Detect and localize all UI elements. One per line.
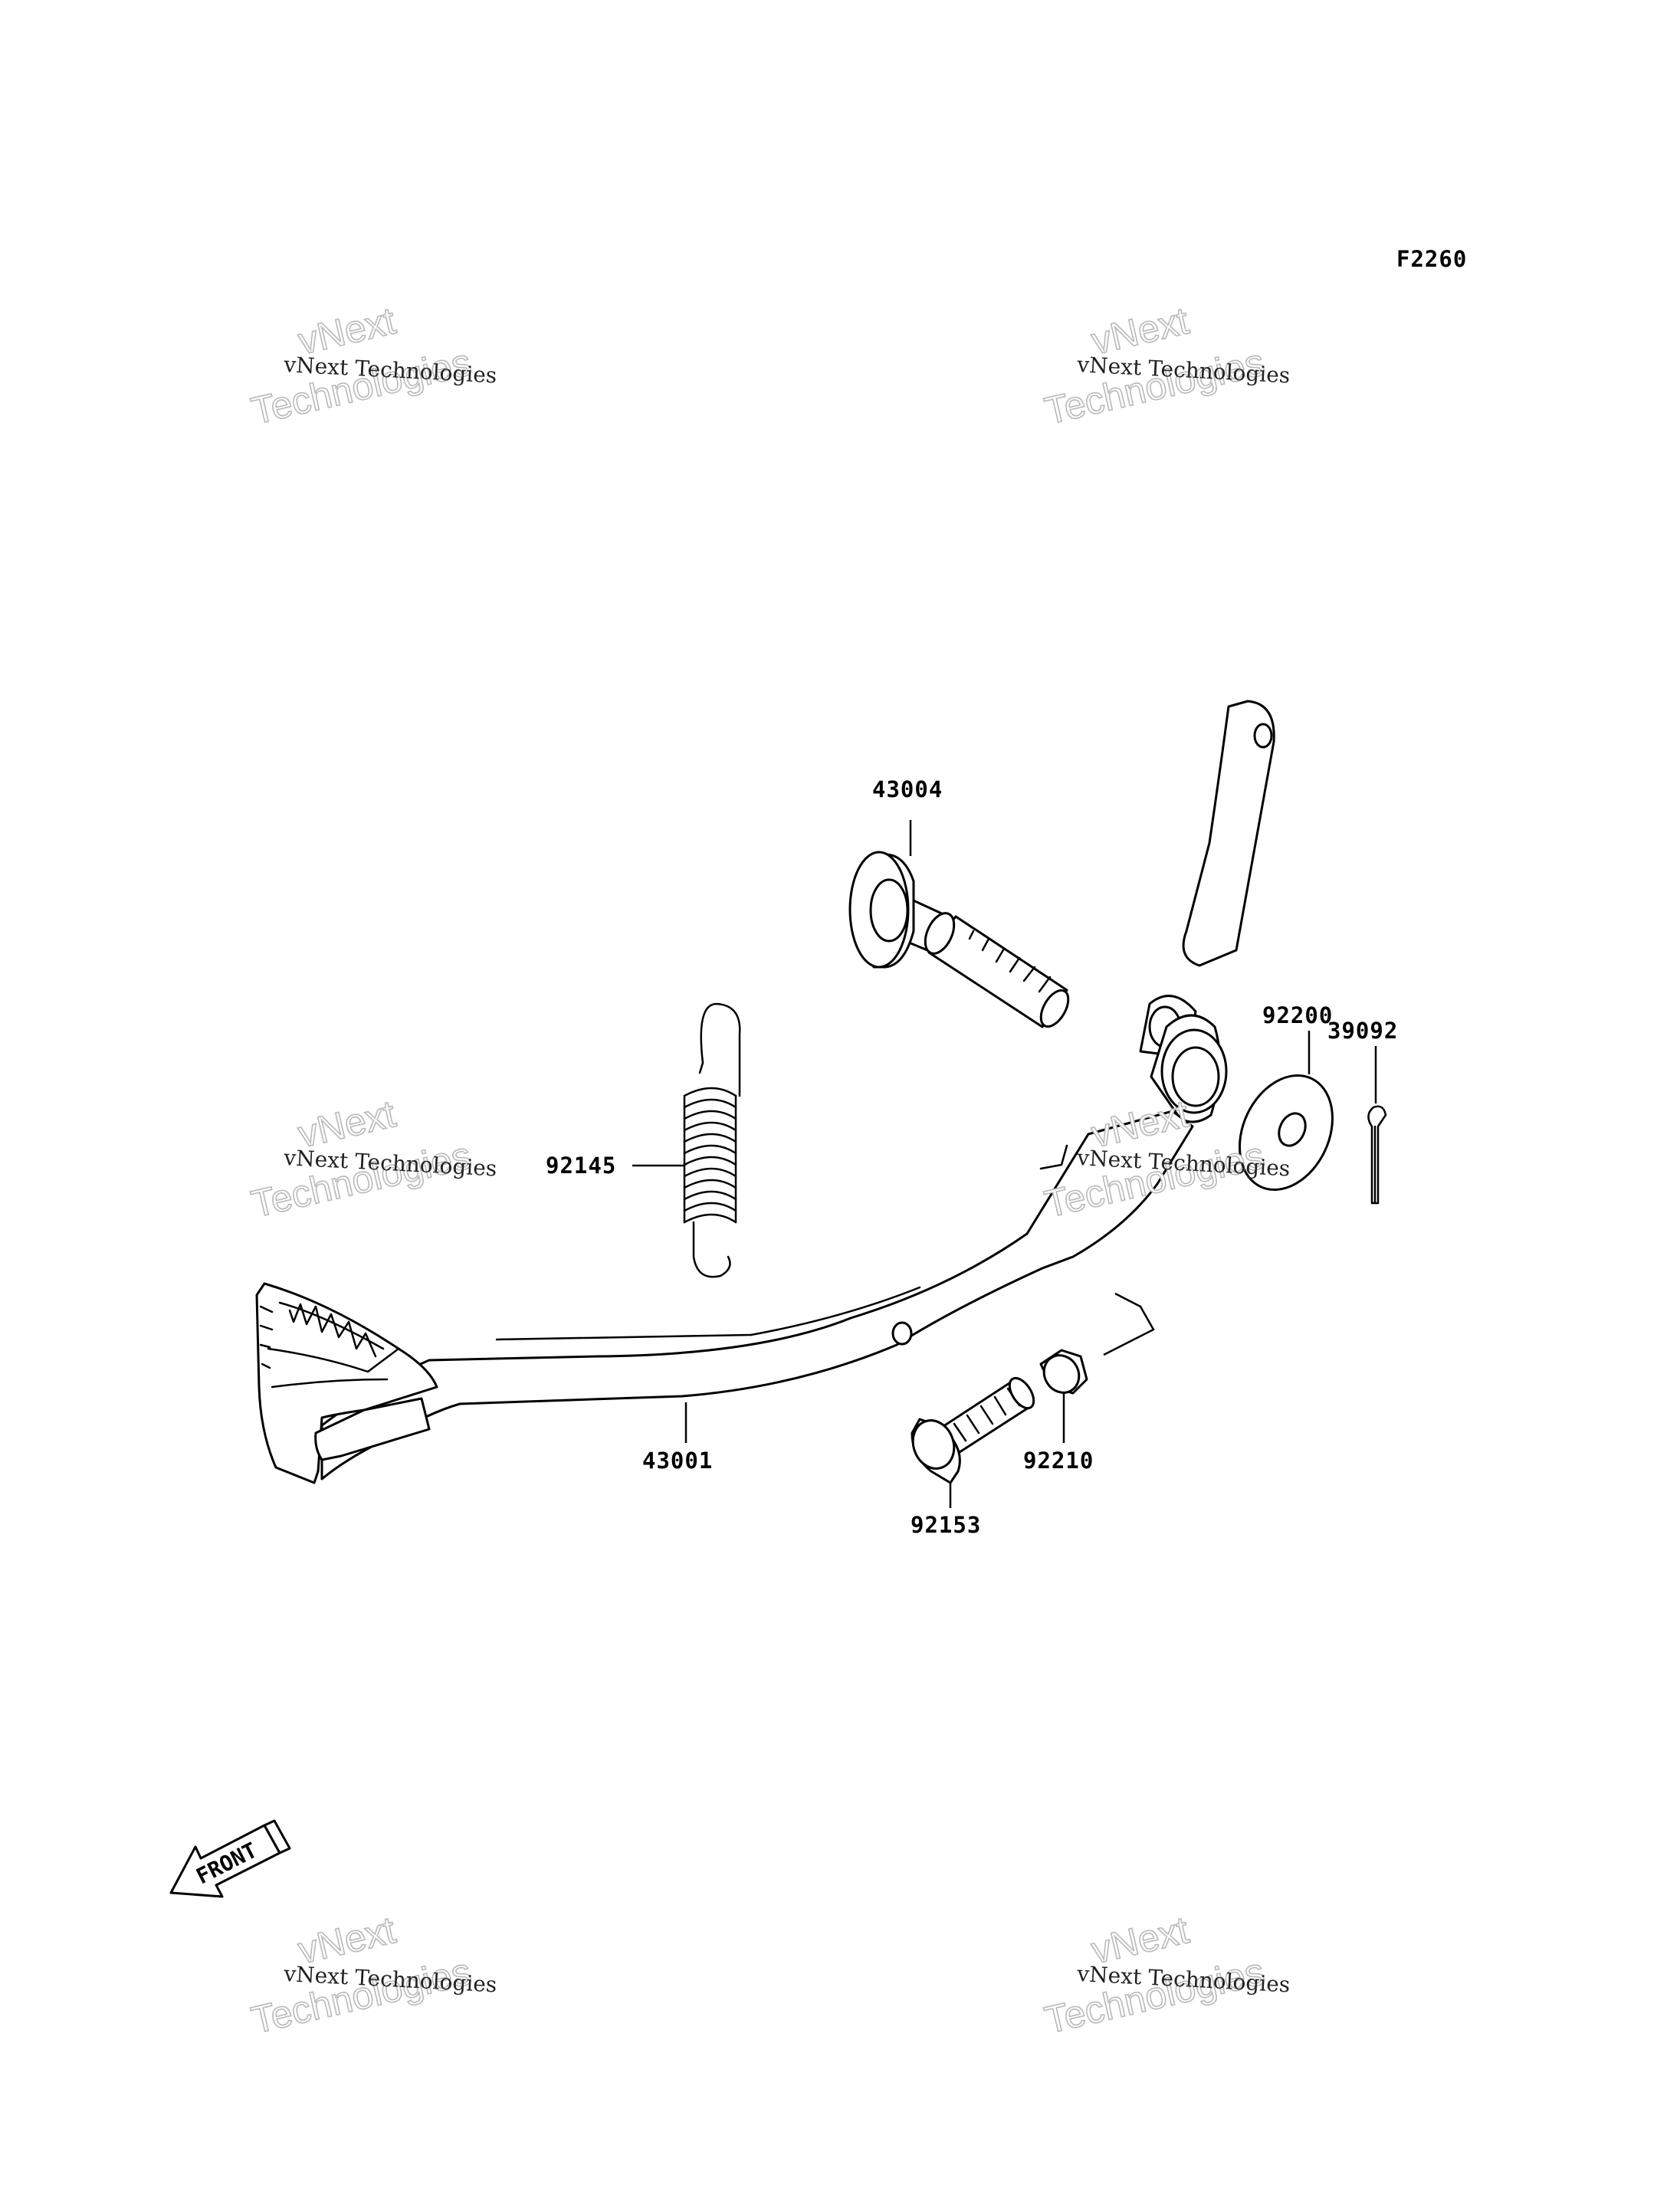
svg-text:Technologies: Technologies (248, 1133, 475, 1225)
callout-92145: 92145 (546, 1153, 616, 1179)
callout-39092: 39092 (1327, 1018, 1398, 1044)
callout-92210: 92210 (1023, 1448, 1094, 1474)
svg-text:Technologies: Technologies (248, 340, 475, 432)
washer-92200 (1238, 1031, 1334, 1192)
return-spring-92145 (683, 1002, 741, 1278)
svg-text:Technologies: Technologies (248, 1949, 475, 2041)
brake-pedal-43001 (255, 700, 1275, 1484)
callout-43004: 43004 (872, 776, 943, 802)
front-arrow: FRONT (169, 1819, 291, 1898)
pivot-bolt-43004 (848, 820, 1070, 1028)
svg-text:Technologies: Technologies (1041, 1949, 1268, 2041)
cotter-pin-39092 (1367, 1046, 1387, 1205)
callout-92153: 92153 (911, 1512, 981, 1538)
bolt-92153 (911, 1376, 1035, 1508)
callout-92200: 92200 (1262, 1002, 1333, 1028)
figure-code: F2260 (1396, 246, 1467, 272)
svg-text:Technologies: Technologies (1041, 340, 1268, 432)
callout-43001: 43001 (642, 1448, 713, 1474)
nut-92210 (1039, 1292, 1155, 1443)
